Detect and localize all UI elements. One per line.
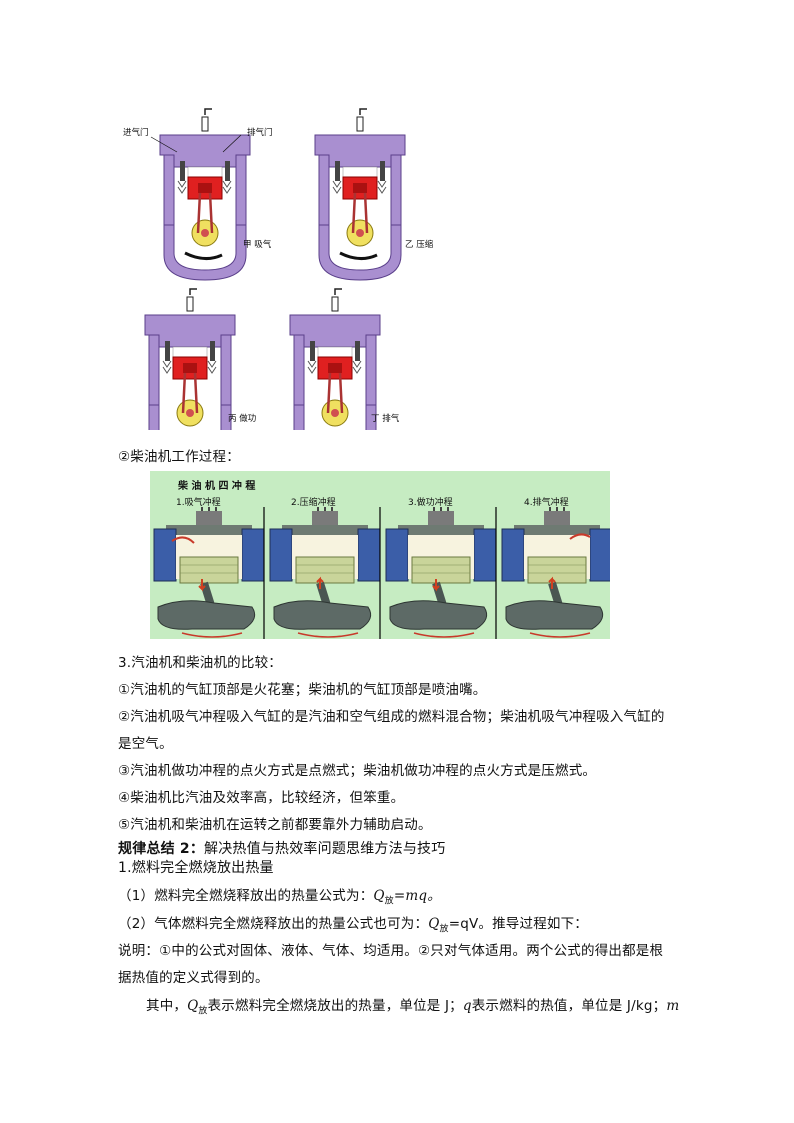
engine-bing [143, 287, 237, 462]
caption-jia: 甲 吸气 [243, 240, 272, 250]
summary-label: 规律总结 2： [118, 841, 205, 857]
comparison-item-3: ③汽油机做功冲程的点火方式是点燃式；柴油机做功冲程的点火方式是压燃式。 [118, 763, 597, 779]
comparison-item-2: ②汽油机吸气冲程吸入气缸的是汽油和空气组成的燃料混合物；柴油机吸气冲程吸入气缸的 [118, 709, 665, 725]
engine-diagrams [143, 107, 407, 462]
definition-sub: 放 [198, 1006, 208, 1017]
formula-2-rest: =qV。推导过程如下： [448, 916, 589, 932]
diesel-stroke-2: 2.压缩冲程 [291, 498, 336, 508]
formula-1-sub: 放 [384, 896, 394, 907]
summary-title: 解决热值与热效率问题思维方法与技巧 [204, 841, 446, 857]
caption-ding: 丁 排气 [371, 414, 400, 424]
summary-heading: 规律总结 2：解决热值与热效率问题思维方法与技巧 [118, 838, 445, 858]
definition-mid: 表示燃料完全燃烧放出的热量，单位是 J； [207, 998, 463, 1014]
definition-line: 其中，Q放表示燃料完全燃烧放出的热量，单位是 J；q表示燃料的热值，单位是 J/… [146, 994, 679, 1017]
formula-2-text: （2）气体燃料完全燃烧释放出的热量公式也可为： [118, 916, 429, 932]
formula-2-sub: 放 [439, 924, 449, 935]
definition-rest: 表示燃料的热值，单位是 J/kg； [471, 998, 667, 1014]
diesel-stroke-3: 3.做功冲程 [408, 498, 453, 508]
formula-line-1: （1）燃料完全燃烧释放出的热量公式为：Q放=mq。 [118, 884, 441, 907]
diesel-stroke-4: 4.排气冲程 [524, 498, 569, 508]
definition-q2: q [462, 998, 472, 1014]
diesel-heading: ②柴油机工作过程： [118, 449, 240, 465]
comparison-item-1: ①汽油机的气缸顶部是火花塞；柴油机的气缸顶部是喷油嘴。 [118, 682, 487, 698]
comparison-item-4: ④柴油机比汽油及效率高，比较经济，但笨重。 [118, 790, 405, 806]
comparison-heading: 3.汽油机和柴油机的比较： [118, 655, 282, 671]
definition-pre: 其中， [146, 998, 188, 1014]
diesel-engine-figure: 柴 油 机 四 冲 程 1.吸气冲程 2.压缩冲程 3.做功冲程 4.排气冲程 [150, 471, 610, 639]
comparison-item-5: ⑤汽油机和柴油机在运转之前都要靠外力辅助启动。 [118, 817, 432, 833]
formula-1-rest: =mq。 [393, 888, 441, 904]
diesel-stroke-diagrams [150, 507, 610, 639]
formula-1-q: Q [373, 888, 385, 904]
comparison-item-2-cont: 是空气。 [118, 736, 173, 752]
intake-valve-label: 进气门 [123, 128, 149, 138]
definition-m: m [666, 998, 680, 1014]
caption-yi: 乙 压缩 [405, 240, 434, 250]
note-line-2: 据热值的定义式得到的。 [118, 970, 269, 986]
caption-bing: 丙 做功 [228, 414, 257, 424]
engine-jia [158, 107, 252, 282]
diesel-figure-title: 柴 油 机 四 冲 程 [178, 481, 256, 492]
summary-subheading: 1.燃料完全燃烧放出热量 [118, 860, 274, 876]
gasoline-engine-figure: 进气门 排气门 甲 吸气 乙 压缩 丙 做功 丁 排气 [115, 100, 435, 462]
note-line-1: 说明：①中的公式对固体、液体、气体、均适用。②只对气体适用。两个公式的得出都是根 [118, 943, 664, 959]
engine-ding [288, 287, 382, 462]
formula-line-2: （2）气体燃料完全燃烧释放出的热量公式也可为：Q放=qV。推导过程如下： [118, 912, 588, 935]
formula-2-q: Q [428, 916, 440, 932]
exhaust-valve-label: 排气门 [247, 128, 273, 138]
engine-yi [313, 107, 407, 282]
formula-1-text: （1）燃料完全燃烧释放出的热量公式为： [118, 888, 374, 904]
diesel-stroke-1: 1.吸气冲程 [176, 498, 221, 508]
definition-q: Q [187, 998, 199, 1014]
